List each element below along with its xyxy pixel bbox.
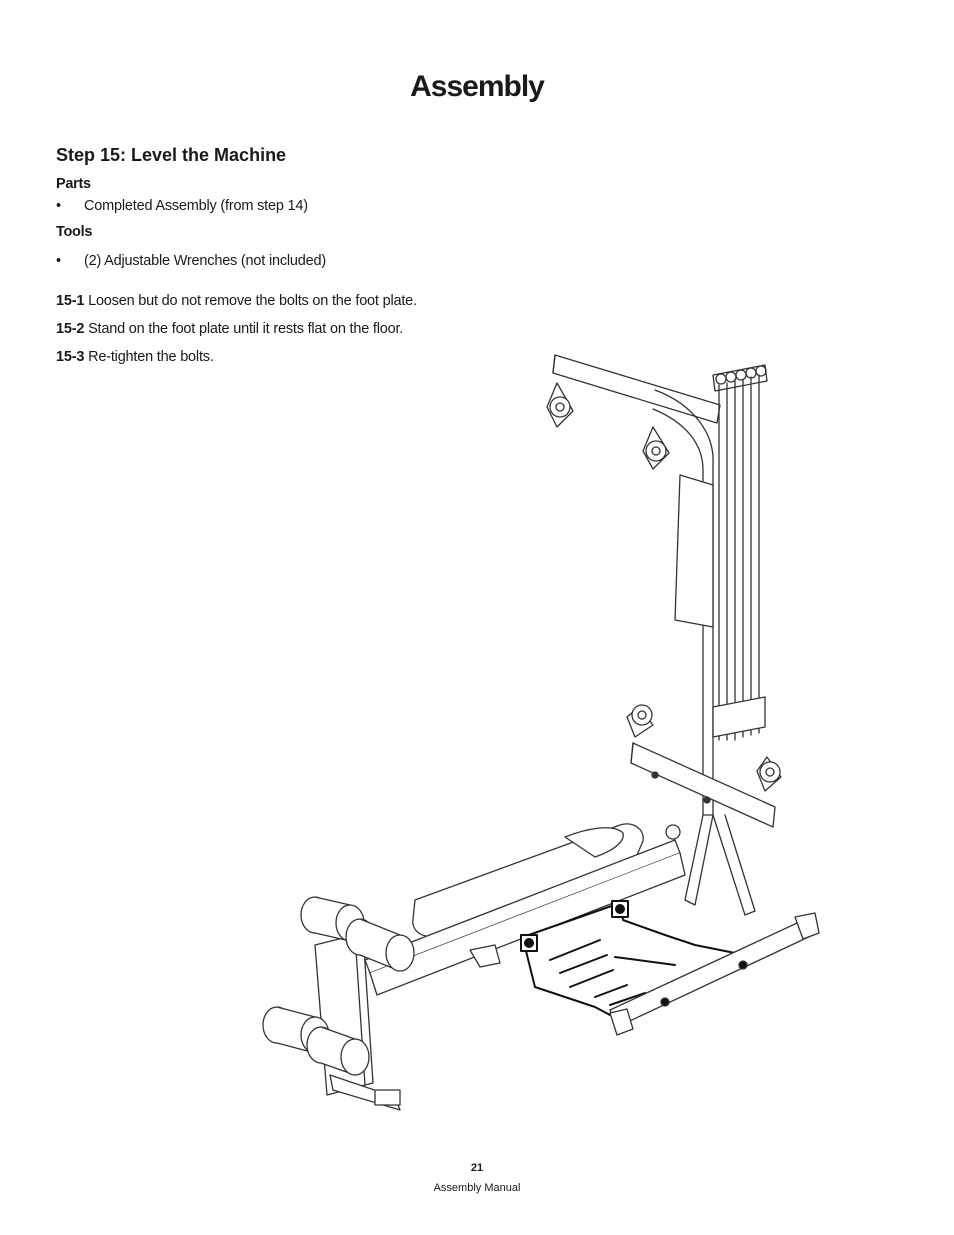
instruction-text: Loosen but do not remove the bolts on th… [88, 293, 417, 309]
parts-item-text: Completed Assembly (from step 14) [84, 198, 308, 214]
base-stabilizer [469, 912, 820, 1036]
instruction-number: 15-3 [56, 349, 85, 365]
bullet-glyph: • [56, 253, 61, 269]
top-pulley-right [642, 426, 670, 470]
instruction-15-2: 15-2 Stand on the foot plate until it re… [56, 321, 403, 337]
tools-label: Tools [56, 224, 93, 240]
mid-crossbar [626, 704, 782, 828]
tower-cover-pad [674, 474, 714, 628]
leg-extension [262, 896, 415, 1111]
step-heading: Step 15: Level the Machine [56, 145, 287, 165]
instruction-number: 15-1 [56, 293, 85, 309]
page-title: Assembly [410, 70, 545, 103]
instruction-15-1: 15-1 Loosen but do not remove the bolts … [56, 293, 417, 309]
power-rods [712, 364, 768, 741]
instruction-number: 15-2 [56, 321, 85, 337]
instruction-text: Re-tighten the bolts. [88, 349, 214, 365]
page-number: 21 [470, 1162, 484, 1174]
instruction-text: Stand on the foot plate until it rests f… [88, 321, 404, 337]
tools-list-item: • (2) Adjustable Wrenches (not included) [56, 253, 326, 269]
instruction-15-3: 15-3 Re-tighten the bolts. [56, 349, 214, 365]
tools-item-text: (2) Adjustable Wrenches (not included) [84, 253, 326, 269]
foot-plate [520, 900, 736, 1016]
bullet-glyph: • [56, 198, 61, 214]
top-pulley-left [546, 382, 574, 428]
main-tower [552, 354, 756, 916]
footer-text: Assembly Manual [433, 1182, 521, 1194]
home-gym-illustration [262, 354, 820, 1111]
parts-label: Parts [56, 176, 91, 192]
parts-list-item: • Completed Assembly (from step 14) [56, 198, 308, 214]
